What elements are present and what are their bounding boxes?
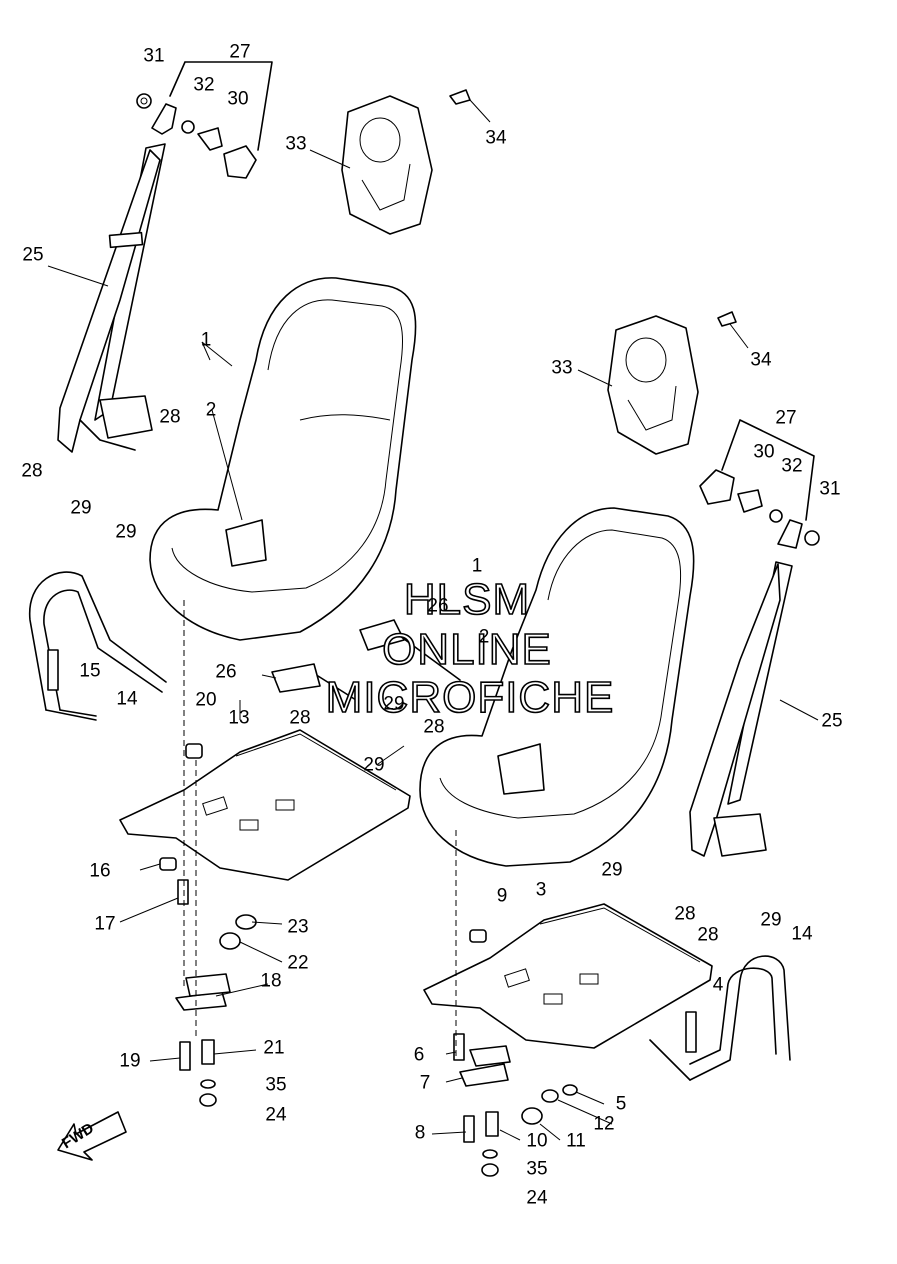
callout-19: 19 [119, 1050, 141, 1072]
callout-27: 27 [229, 41, 251, 63]
callout-10: 10 [526, 1130, 548, 1152]
callout-29: 29 [760, 909, 782, 931]
left-seat-shell [149, 277, 417, 641]
left-seat-bracket [119, 729, 411, 881]
callout-34: 34 [750, 349, 772, 371]
left-headrest-cover [341, 89, 471, 235]
left-seat-belt [57, 143, 166, 453]
callout-20: 20 [195, 689, 217, 711]
callout-28: 28 [289, 707, 311, 729]
callout-29: 29 [70, 497, 92, 519]
callout-26: 26 [215, 661, 237, 683]
callout-16: 16 [89, 860, 111, 882]
callout-28: 28 [21, 460, 43, 482]
callout-7: 7 [419, 1072, 431, 1094]
callout-4: 4 [712, 974, 724, 996]
callout-34: 34 [485, 127, 507, 149]
callout-31: 31 [819, 478, 841, 500]
callout-24: 24 [526, 1187, 548, 1209]
alignment-lines [183, 600, 457, 1060]
callout-28: 28 [423, 716, 445, 738]
callout-1: 1 [200, 329, 212, 351]
callout-13: 13 [228, 707, 250, 729]
right-anchor-hardware [699, 419, 820, 549]
callout-26: 26 [427, 595, 449, 617]
callout-2: 2 [478, 626, 490, 648]
callout-28: 28 [674, 903, 696, 925]
callout-3: 3 [535, 879, 547, 901]
left-anchor-hardware [136, 61, 273, 179]
left-grab-bar [29, 571, 167, 721]
callout-21: 21 [263, 1037, 285, 1059]
right-seat-bracket [423, 903, 713, 1049]
callout-27: 27 [775, 407, 797, 429]
callout-29: 29 [601, 859, 623, 881]
callout-23: 23 [287, 916, 309, 938]
callout-22: 22 [287, 952, 309, 974]
callout-33: 33 [551, 357, 573, 379]
callout-2: 2 [205, 399, 217, 421]
callout-18: 18 [260, 970, 282, 992]
callout-28: 28 [159, 406, 181, 428]
right-seat-belt [689, 561, 793, 857]
watermark-line-2: ONLINE [381, 625, 552, 674]
leader-lines [47, 99, 819, 1141]
callout-29: 29 [363, 754, 385, 776]
right-headrest-cover [607, 311, 737, 455]
callout-14: 14 [791, 923, 813, 945]
buckles [271, 619, 461, 701]
callout-29: 29 [383, 693, 405, 715]
callout-15: 15 [79, 660, 101, 682]
callout-8: 8 [414, 1122, 426, 1144]
fastener-hardware [47, 649, 697, 1177]
callout-35: 35 [526, 1158, 548, 1180]
callout-30: 30 [753, 441, 775, 463]
watermark-line-3: MICROFICHE [325, 673, 615, 722]
callout-29: 29 [115, 521, 137, 543]
callout-30: 30 [227, 88, 249, 110]
callout-24: 24 [265, 1104, 287, 1126]
right-grab-bar [649, 955, 791, 1081]
callout-5: 5 [615, 1093, 627, 1115]
callout-11: 11 [566, 1130, 586, 1152]
callout-28: 28 [697, 924, 719, 946]
right-seat-shell [419, 507, 695, 867]
callout-17: 17 [94, 913, 116, 935]
callout-9: 9 [496, 885, 508, 907]
callout-32: 32 [193, 74, 215, 96]
callout-6: 6 [413, 1044, 425, 1066]
callout-35: 35 [265, 1074, 287, 1096]
watermark-line-1: HLSM [403, 575, 531, 624]
callout-25: 25 [821, 710, 843, 732]
callout-1: 1 [471, 555, 483, 577]
callout-33: 33 [285, 133, 307, 155]
callout-25: 25 [22, 244, 44, 266]
callout-14: 14 [116, 688, 138, 710]
callout-31: 31 [143, 45, 165, 67]
fwd-arrow [57, 1111, 127, 1161]
callout-12: 12 [593, 1113, 615, 1135]
callout-32: 32 [781, 455, 803, 477]
